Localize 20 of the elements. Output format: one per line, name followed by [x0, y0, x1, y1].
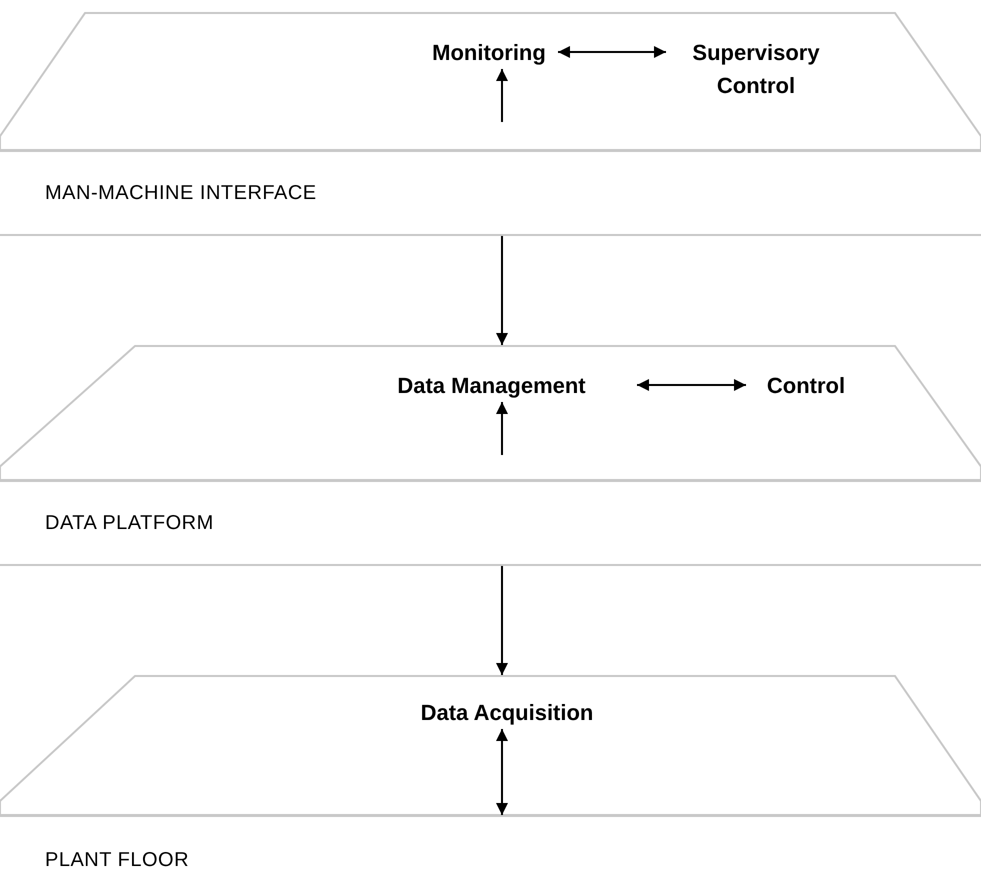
layer-band	[0, 150, 981, 236]
function-label: Data Acquisition	[378, 696, 636, 729]
arrow	[558, 46, 666, 58]
layer-title: MAN-MACHINE INTERFACE	[45, 182, 317, 204]
arrow	[496, 729, 508, 815]
function-label: Data Management	[348, 369, 635, 402]
arrow	[496, 402, 508, 455]
platform-top	[0, 345, 981, 480]
arrow	[496, 69, 508, 122]
function-label: Control	[748, 369, 864, 402]
layer-title: DATA PLATFORM	[45, 512, 214, 534]
function-label: Monitoring	[422, 36, 556, 69]
platform-top	[0, 12, 981, 150]
arrow	[496, 566, 508, 675]
layer-title: PLANT FLOOR	[45, 848, 190, 872]
function-label: Supervisory Control	[668, 36, 844, 102]
arrow	[637, 379, 746, 391]
arrow	[496, 236, 508, 345]
layer-band	[0, 480, 981, 566]
platform-top	[0, 675, 981, 815]
